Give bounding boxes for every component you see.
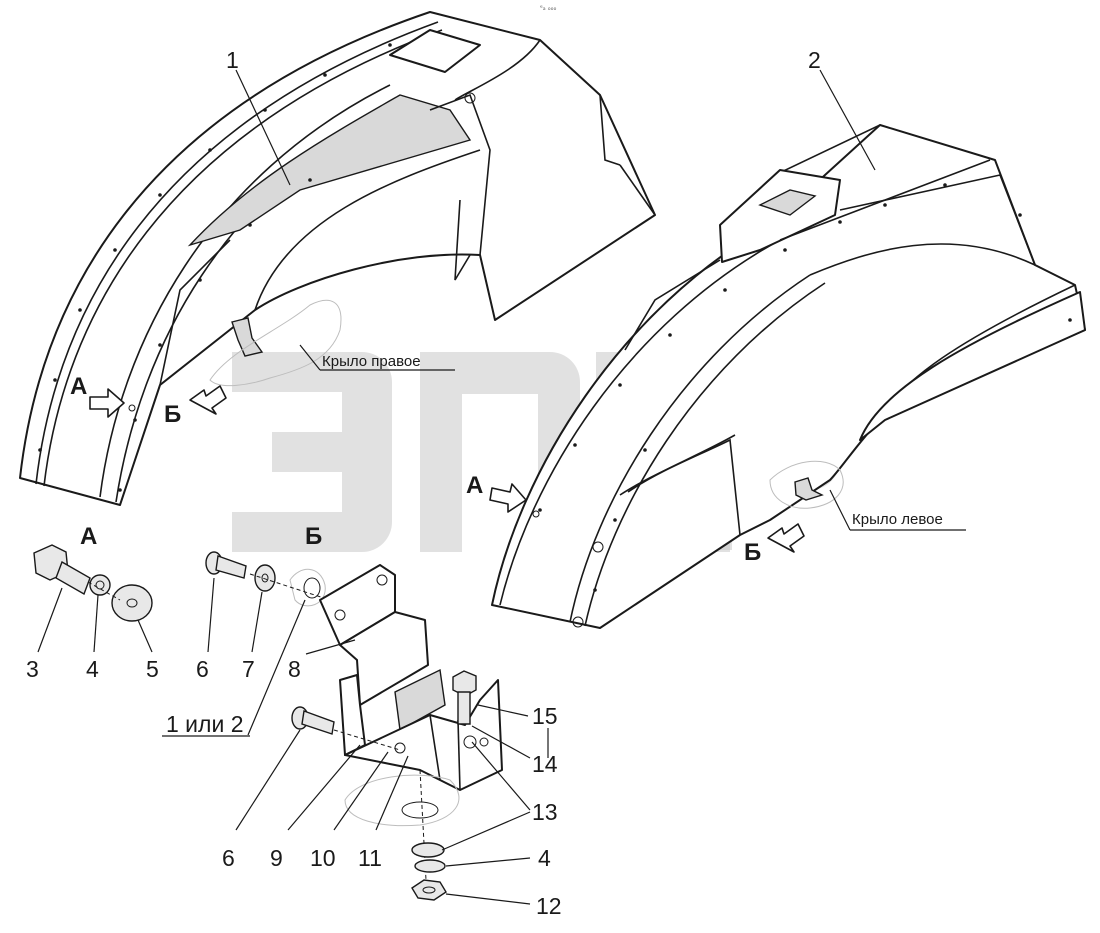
part-4-washer-lower (414, 859, 446, 873)
callout-2: 2 (808, 47, 821, 73)
part-13-washer-lower (411, 842, 445, 858)
leader-15 (477, 704, 529, 717)
leader-left-fender (829, 489, 851, 531)
part-7-washer (254, 564, 276, 592)
view-label-a-right: А (70, 373, 87, 400)
leader-2 (819, 69, 876, 171)
bolt-hole-a-left (532, 510, 540, 518)
view-label-a-left: А (466, 472, 483, 499)
view-b-arrow-right (189, 385, 227, 415)
part-hinge-leaf (344, 668, 503, 791)
callout-5: 5 (146, 656, 159, 682)
leader-10 (333, 751, 389, 831)
callout-14: 14 (532, 751, 558, 777)
callout-6b: 6 (222, 845, 235, 871)
caption-left-fender: Крыло левое (852, 511, 943, 528)
part-4-washer (89, 574, 111, 596)
leader-11 (375, 755, 409, 831)
leader-6a (207, 577, 215, 653)
leader-5 (137, 619, 153, 653)
callout-8: 8 (288, 656, 301, 682)
leader-4a (93, 594, 99, 653)
caption-right-fender: Крыло правое (322, 353, 421, 370)
bolt-hole-a-right (128, 404, 136, 412)
view-a-arrow-right (89, 388, 125, 418)
slot-outline (344, 774, 460, 827)
callout-10: 10 (310, 845, 336, 871)
callout-1-or-2: 1 или 2 (166, 711, 243, 737)
callout-9: 9 (270, 845, 283, 871)
callout-1: 1 (226, 47, 239, 73)
part-12-nut (411, 879, 447, 901)
leader-7 (251, 591, 263, 653)
leader-8 (305, 639, 356, 655)
callout-6a: 6 (196, 656, 209, 682)
callout-12: 12 (536, 893, 562, 919)
corner-mark: ᵉₐ ₒₒₒ (540, 4, 557, 12)
leader-14 (471, 725, 531, 759)
part-14-bolt (452, 670, 477, 725)
part-6-bolt-upper (205, 551, 247, 579)
callout-4a: 4 (86, 656, 99, 682)
view-label-b-right: Б (164, 401, 181, 428)
part-5-washer (111, 584, 153, 622)
leader-6b (235, 729, 301, 831)
detail-title-b: Б (305, 523, 322, 550)
callout-11: 11 (358, 845, 382, 871)
view-a-arrow-left (489, 483, 527, 513)
leader-4b (445, 857, 531, 867)
part-8-hinge-plate (319, 564, 429, 756)
detail-title-a: А (80, 523, 97, 550)
leader-3 (37, 587, 63, 653)
leader-13b (441, 811, 531, 851)
leader-13a (471, 741, 531, 811)
callout-13: 13 (532, 799, 558, 825)
callout-7: 7 (242, 656, 255, 682)
leader-9 (287, 744, 361, 831)
callout-15: 15 (532, 703, 558, 729)
view-b-arrow-left (767, 523, 805, 553)
view-label-b-left: Б (744, 539, 761, 566)
part-3-bolt (33, 544, 91, 596)
leader-1 (235, 69, 291, 186)
leader-12 (445, 893, 531, 905)
leader-right-fender (299, 344, 321, 371)
part-6-bolt-lower (291, 706, 335, 735)
fender-fragment-outline (289, 568, 326, 607)
right-fender (19, 11, 656, 506)
callout-4b: 4 (538, 845, 551, 871)
left-fender (491, 124, 1086, 629)
leader-1-or-2 (247, 599, 306, 736)
callout-3: 3 (26, 656, 39, 682)
